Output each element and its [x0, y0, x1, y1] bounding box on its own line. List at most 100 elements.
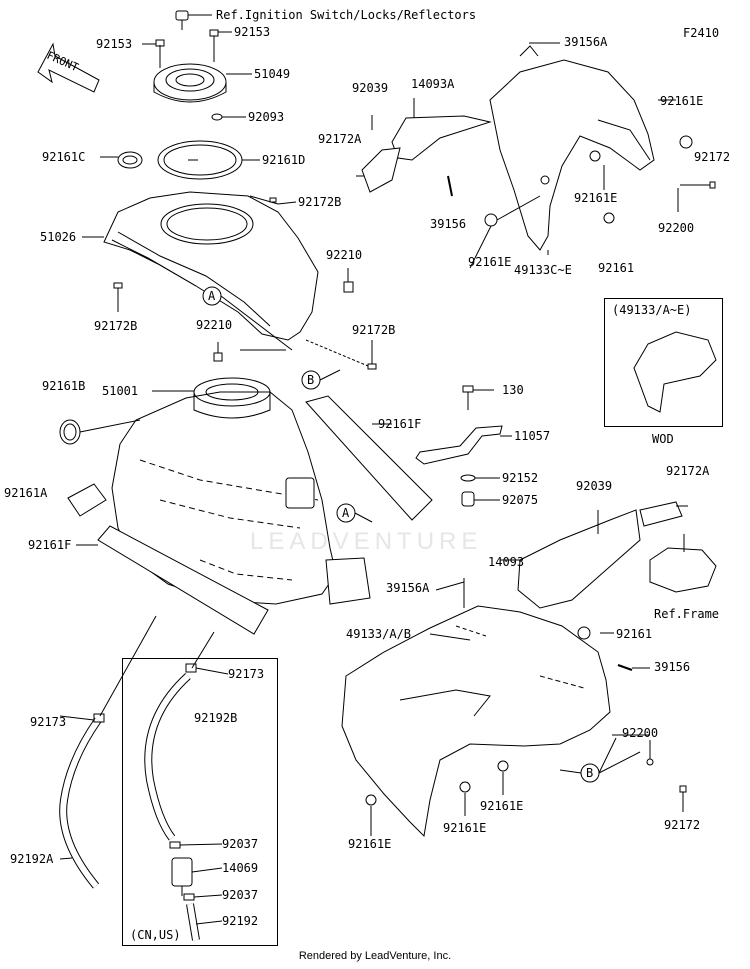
label-92093: 92093: [248, 110, 285, 124]
label-51049: 51049: [254, 67, 291, 81]
label-92172A-top: 92172A: [318, 132, 362, 146]
grommet-92161E-tr-icon: [679, 135, 693, 149]
label-14093A: 14093A: [411, 77, 455, 91]
label-130: 130: [502, 383, 524, 397]
label-92192B: 92192B: [194, 711, 238, 725]
diagram-code: F2410: [683, 26, 720, 40]
label-92172B-right: 92172B: [352, 323, 396, 337]
pad-92161F-right-icon: [305, 395, 433, 521]
label-92075: 92075: [502, 493, 539, 507]
label-92200-top: 92200: [658, 221, 695, 235]
screw-92172-low-icon: [679, 785, 687, 812]
front-arrow-icon: [37, 42, 100, 93]
label-92172B-top: 92172B: [298, 195, 342, 209]
label-92200-low: 92200: [622, 726, 659, 740]
label-49133-A-B: 49133/A/B: [346, 627, 412, 641]
label-92161E-bottom-3: 92161E: [480, 799, 524, 813]
inset-caption: WOD: [652, 432, 674, 446]
screw-92172B-left-icon: [113, 282, 123, 312]
label-51001: 51001: [102, 384, 139, 398]
label-92152: 92152: [502, 471, 539, 485]
screw-92172-tr-icon: [680, 181, 716, 189]
label-92039-top: 92039: [352, 81, 389, 95]
fuel-cap-icon: [153, 63, 252, 103]
inset-cowl-icon: [633, 331, 717, 413]
label-14093: 14093: [488, 555, 525, 569]
inset-title: (49133/A~E): [612, 303, 692, 317]
cn-us-box: [122, 658, 278, 946]
oring-92093-icon: [211, 113, 246, 121]
ignition-bolt-icon: [175, 10, 212, 30]
cn-us-label: (CN,US): [130, 928, 181, 942]
label-39156-top: 39156: [430, 217, 467, 231]
inset-box: [604, 298, 723, 427]
ref-B-top: B: [307, 373, 315, 387]
footer-credit: Rendered by LeadVenture, Inc.: [298, 950, 452, 962]
damper-92075-icon: [461, 491, 500, 507]
label-92161E-bottom-2: 92161E: [443, 821, 487, 835]
washer-92200-low-icon: [646, 740, 654, 766]
label-92192A: 92192A: [10, 852, 54, 866]
inner-panel-14093A-icon: [356, 98, 492, 193]
label-92039-low: 92039: [576, 479, 613, 493]
ref-A-top: A: [208, 289, 216, 303]
label-92161C: 92161C: [42, 150, 86, 164]
grommet-92161E-b3-icon: [497, 760, 509, 772]
label-11057: 11057: [514, 429, 551, 443]
washer-92152-icon: [460, 474, 500, 482]
screw-92172B-right-icon: [305, 339, 377, 370]
label-92173-left: 92173: [30, 715, 67, 729]
label-92161D: 92161D: [262, 153, 306, 167]
label-92161E-bottom-1: 92161E: [348, 837, 392, 851]
label-92172A-low: 92172A: [666, 464, 710, 478]
label-92161A: 92161A: [4, 486, 48, 500]
label-92192: 92192: [222, 914, 259, 928]
label-92172-top-right: 92172: [694, 150, 731, 164]
bolt-130-icon: [462, 385, 494, 410]
label-92210-center: 92210: [196, 318, 233, 332]
label-51026: 51026: [40, 230, 77, 244]
label-92161B: 92161B: [42, 379, 86, 393]
bracket-11057-icon: [415, 425, 512, 465]
frame-ref-icon: [649, 547, 717, 593]
label-92161F-right: 92161F: [378, 417, 422, 431]
label-49133C-E: 49133C~E: [514, 263, 572, 277]
hose-92192-icon: [186, 903, 200, 941]
grommet-92161-icon: [603, 212, 615, 224]
label-92161E-left: 92161E: [468, 255, 512, 269]
fuel-tank-icon: [111, 377, 371, 605]
label-92161-top: 92161: [598, 261, 635, 275]
hose-92192A-icon: [59, 615, 157, 889]
grommet-92161-low-icon: [577, 626, 591, 640]
clip-92210-center-icon: [213, 342, 223, 362]
label-92172B-left: 92172B: [94, 319, 138, 333]
label-92173-right: 92173: [228, 667, 265, 681]
upper-cowl-icon: [489, 42, 655, 251]
bolt-92153-right-icon: [209, 29, 232, 62]
pin-39156-low-icon: [617, 664, 633, 671]
grommet-92161E-b1-icon: [365, 794, 377, 806]
label-92161-low: 92161: [616, 627, 653, 641]
label-14069: 14069: [222, 861, 259, 875]
label-92161E-top-right: 92161E: [660, 94, 704, 108]
label-92210-right: 92210: [326, 248, 363, 262]
pin-39156-icon: [447, 175, 453, 197]
clip-92210-right-icon: [343, 268, 354, 293]
watermark: LEADVENTURE: [250, 528, 483, 555]
grommet-92161B-icon: [59, 419, 141, 445]
label-92153-left: 92153: [96, 37, 133, 51]
label-39156A-low: 39156A: [386, 581, 430, 595]
inner-panel-14093-icon: [500, 501, 688, 609]
label-92172-low: 92172: [664, 818, 701, 832]
lower-cowl-icon: [341, 578, 611, 838]
label-ref-frame: Ref.Frame: [654, 607, 720, 621]
hose-92192B-icon: [144, 631, 215, 841]
ref-B-low: B: [586, 766, 594, 780]
label-39156-low: 39156: [654, 660, 691, 674]
pad-92161F-left-icon: [76, 525, 269, 635]
label-92037-a: 92037: [222, 837, 259, 851]
label-ref-ignition: Ref.Ignition Switch/Locks/Reflectors: [216, 8, 477, 22]
label-92161F-left: 92161F: [28, 538, 72, 552]
gasket-92161D-icon: [157, 140, 260, 180]
